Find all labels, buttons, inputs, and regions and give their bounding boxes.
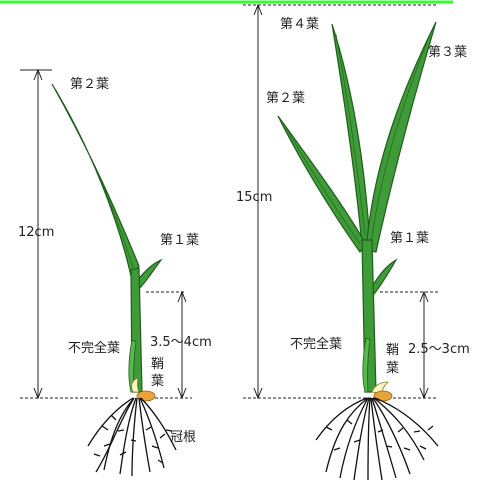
- left-roots: [88, 398, 176, 476]
- right-plant: 15cm: [236, 5, 470, 480]
- right-sheath-length-label: 2.5～3cm: [408, 342, 470, 357]
- left-plant: 12cm: [18, 70, 212, 476]
- left-coleoptile-label-2: 葉: [151, 374, 164, 389]
- left-leaf1-label: 第１葉: [160, 233, 199, 248]
- right-coleoptile-label-1: 鞘: [386, 343, 399, 358]
- left-leaf2-label: 第２葉: [70, 77, 109, 92]
- right-leaf2-label: 第２葉: [266, 91, 305, 106]
- right-leaf3-label: 第３葉: [428, 45, 467, 60]
- right-leaf3: [366, 22, 436, 252]
- right-coleoptile-label-2: 葉: [386, 361, 399, 376]
- left-incomplete-leaf-label: 不完全葉: [68, 340, 120, 356]
- right-leaf1: [371, 260, 396, 294]
- right-roots: [316, 398, 438, 480]
- left-coleoptile-label-1: 鞘: [151, 357, 164, 372]
- right-leaf1-label: 第１葉: [390, 231, 429, 246]
- left-leaf2: [52, 84, 139, 276]
- right-leaf4-label: 第４葉: [280, 17, 319, 32]
- right-incomplete-leaf-label: 不完全葉: [290, 336, 342, 352]
- left-height-label: 12cm: [18, 225, 54, 240]
- left-crown-root-label: 冠根: [170, 430, 196, 445]
- right-height-label: 15cm: [236, 190, 272, 205]
- left-sheath-length-label: 3.5～4cm: [150, 335, 212, 350]
